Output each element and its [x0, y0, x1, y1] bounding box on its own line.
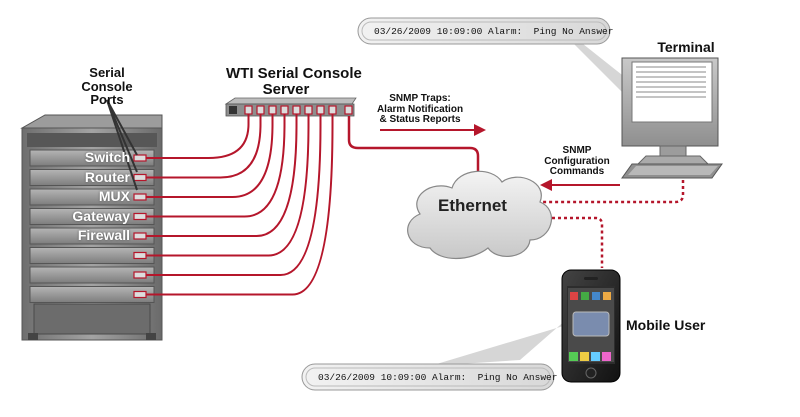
- server-serial-port: [292, 105, 301, 115]
- server-title: WTI Serial Console Server: [226, 65, 362, 98]
- server-serial-port: [244, 105, 253, 115]
- server-serial-port: [328, 105, 337, 115]
- port-pointer-arrows: [106, 99, 138, 191]
- shelf-serial-port: [133, 154, 147, 162]
- snmp-traps-arrow: [380, 124, 486, 136]
- serial-cables: [146, 114, 334, 296]
- shelf-serial-port: [133, 271, 147, 279]
- serial-cable: [146, 114, 322, 276]
- terminal-label: Terminal: [657, 39, 715, 55]
- ethernet-cloud: [407, 170, 552, 259]
- rack-device-label: Router: [84, 168, 130, 185]
- shelf-serial-port: [133, 290, 147, 299]
- alarm-message-top: 03/26/2009 10:09:00 Alarm: Ping No Answe…: [374, 26, 614, 37]
- shelf-serial-port: [133, 193, 147, 201]
- snmp-config-arrow: [540, 179, 620, 191]
- serial-cable: [146, 114, 310, 257]
- server-serial-port: [304, 105, 313, 115]
- rack-device-label: Firewall: [77, 227, 130, 243]
- ethernet-label: Ethernet: [438, 196, 507, 215]
- server-uplink-cable: [347, 116, 480, 172]
- server-serial-port: [280, 105, 289, 115]
- serial-cable: [146, 114, 250, 159]
- server-serial-port: [316, 105, 325, 115]
- serial-cable: [146, 114, 298, 237]
- mobile-link-cable: [540, 216, 604, 268]
- rack-device-label: Gateway: [72, 207, 130, 224]
- ports-title: Serial Console Ports: [81, 65, 133, 108]
- shelf-serial-port: [133, 212, 147, 221]
- serial-cable: [146, 114, 262, 179]
- rack-shelves: [29, 149, 155, 303]
- serial-cable: [146, 114, 334, 296]
- snmp-traps-label: SNMP Traps: Alarm Notification & Status …: [376, 93, 464, 125]
- terminal-alarm-callout: [357, 17, 611, 45]
- rack-device-label: Switch: [84, 149, 130, 165]
- terminal-computer: [621, 57, 723, 179]
- shelf-serial-port: [133, 251, 147, 260]
- serial-cable: [146, 114, 286, 218]
- shelf-serial-port: [133, 232, 147, 240]
- mobile-alarm-callout: [301, 363, 555, 391]
- serial-cable: [146, 114, 274, 198]
- shelf-serial-port: [133, 173, 147, 182]
- alarm-message-bottom: 03/26/2009 10:09:00 Alarm: Ping No Answe…: [318, 372, 558, 383]
- snmp-config-label: SNMP Configuration Commands: [544, 145, 610, 177]
- mobile-phone: [561, 269, 621, 383]
- terminal-link-cable: [540, 168, 685, 204]
- server-serial-port: [268, 105, 277, 115]
- rack-device-label: MUX: [98, 188, 130, 204]
- mobile-user-label: Mobile User: [626, 317, 706, 333]
- server-serial-port: [256, 105, 265, 115]
